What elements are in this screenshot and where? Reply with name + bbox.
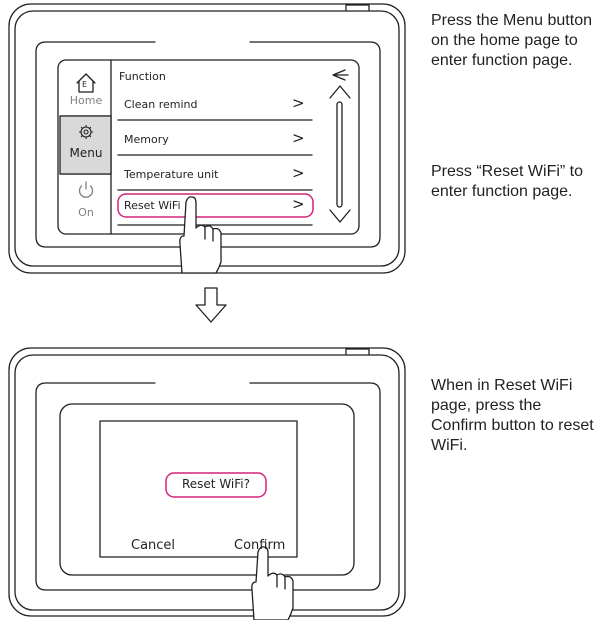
pointing-hand-icon-2	[251, 546, 294, 620]
cancel-button[interactable]: Cancel	[131, 538, 176, 553]
pointing-hand-icon	[179, 196, 222, 274]
instruction-step1-menu: Press the Menu button on the home page t…	[431, 12, 592, 69]
gear-icon	[78, 124, 94, 140]
device-2-bezel	[35, 382, 381, 591]
down-arrow-icon	[195, 287, 227, 323]
power-icon	[78, 181, 94, 198]
scrollbar[interactable]	[336, 101, 343, 208]
reset-wifi-prompt-box	[165, 472, 267, 498]
menu-item-arrow: >	[292, 94, 305, 112]
sidebar-menu-label[interactable]: Menu	[69, 146, 103, 160]
function-title: Function	[119, 70, 166, 83]
menu-row-separators	[117, 119, 313, 226]
sidebar-on-label[interactable]: On	[78, 206, 94, 219]
menu-item-arrow: >	[292, 164, 305, 182]
device-2-inner-frame	[14, 354, 400, 611]
device-2-top-button[interactable]	[345, 348, 370, 355]
reset-wifi-prompt: Reset WiFi?	[181, 477, 250, 491]
instruction-step1-reset-wifi: Press “Reset WiFi” to enter function pag…	[431, 163, 584, 200]
menu-item-memory[interactable]: Memory	[124, 133, 169, 146]
menu-item-clean-remind[interactable]: Clean remind	[124, 98, 198, 111]
home-icon	[76, 73, 96, 93]
reset-wifi-highlight[interactable]	[117, 193, 314, 218]
device-2-outer-frame	[8, 347, 406, 617]
device-1-top-button[interactable]	[345, 4, 370, 11]
device-2-screen-frame	[59, 403, 355, 576]
menu-item-arrow: >	[292, 129, 305, 147]
menu-item-arrow: >	[292, 195, 305, 213]
menu-tile-active[interactable]	[59, 115, 112, 175]
chevron-up-icon[interactable]	[329, 85, 351, 99]
confirm-button[interactable]: Confirm	[234, 538, 286, 553]
home-icon-glyph: E	[82, 80, 88, 89]
chevron-down-icon[interactable]	[329, 209, 351, 223]
menu-item-temperature-unit[interactable]: Temperature unit	[124, 168, 219, 181]
instruction-step2-confirm: When in Reset WiFi page, press the Confi…	[431, 377, 594, 454]
sidebar-home-label[interactable]: Home	[69, 94, 103, 107]
device-2	[8, 347, 406, 617]
menu-item-reset-wifi[interactable]: Reset WiFi	[124, 199, 181, 212]
device-2-screen	[99, 420, 298, 558]
back-arrow-icon[interactable]	[332, 69, 349, 81]
